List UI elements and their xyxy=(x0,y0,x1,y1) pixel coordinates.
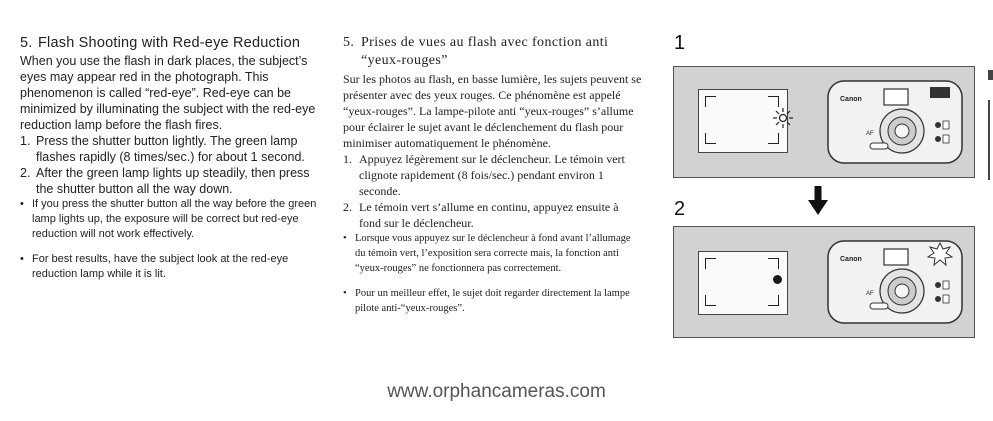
figure-label-2: 2 xyxy=(674,198,686,220)
step-number: 1. xyxy=(20,134,31,148)
note-text: Lorsque vous appuyez sur le déclencheur … xyxy=(355,233,631,274)
figure-label-1: 1 xyxy=(674,32,686,54)
note-item: • Lorsque vous appuyez sur le déclencheu… xyxy=(343,231,643,276)
note-item: • Pour un meilleur effet, le sujet doit … xyxy=(343,286,643,316)
steps-list-en: 1. Press the shutter button lightly. The… xyxy=(20,133,320,197)
website-url: www.orphancameras.com xyxy=(387,381,606,402)
note-item: • For best results, have the subject loo… xyxy=(20,252,320,282)
illustration-panel-1: Canon AF xyxy=(673,66,975,178)
step-number: 2. xyxy=(20,166,31,180)
bullet-glyph: • xyxy=(343,233,347,244)
bullet-glyph: • xyxy=(20,198,24,210)
camera-front-icon: Canon AF xyxy=(827,80,963,164)
viewfinder-frame xyxy=(698,251,788,315)
lamp-steady-icon xyxy=(773,275,782,284)
step-item: 1. Appuyez légèrement sur le déclencheur… xyxy=(343,151,643,199)
arrow-down-icon xyxy=(808,186,828,215)
intro-paragraph-fr: Sur les photos au flash, en basse lumièr… xyxy=(343,72,642,150)
step-number: 2. xyxy=(343,200,352,214)
step-item: 2. After the green lamp lights up steadi… xyxy=(20,165,320,197)
steps-list-fr: 1. Appuyez légèrement sur le déclencheur… xyxy=(343,151,643,231)
page-edge-mark xyxy=(988,100,990,180)
af-label: AF xyxy=(866,131,874,137)
camera-brand-label: Canon xyxy=(840,256,862,263)
heading-text: Prises de vues au flash avec fonction an… xyxy=(361,35,609,68)
step-item: 1. Press the shutter button lightly. The… xyxy=(20,133,320,165)
focus-frame-corners xyxy=(705,96,779,144)
note-text: Pour un meilleur effet, le sujet doit re… xyxy=(355,288,630,314)
english-column: 5. Flash Shooting with Red-eye Reduction… xyxy=(20,34,320,282)
camera-brand-label: Canon xyxy=(840,96,862,103)
lamp-blinking-icon xyxy=(773,108,793,128)
notes-list-fr: • Lorsque vous appuyez sur le déclencheu… xyxy=(343,231,643,316)
step-text: Press the shutter button lightly. The gr… xyxy=(36,134,305,164)
note-text: If you press the shutter button all the … xyxy=(32,198,317,240)
note-item: • If you press the shutter button all th… xyxy=(20,197,320,242)
viewfinder-frame xyxy=(698,89,788,153)
heading-text: Flash Shooting with Red-eye Reduction xyxy=(38,35,301,51)
section-heading-en: 5. Flash Shooting with Red-eye Reduction xyxy=(20,34,320,52)
camera-front-icon: Canon AF xyxy=(827,240,963,324)
step-text: Appuyez légèrement sur le déclencheur. L… xyxy=(359,152,625,198)
illustration-panel-2: Canon AF xyxy=(673,226,975,338)
bullet-glyph: • xyxy=(20,253,24,265)
page-edge-mark xyxy=(988,70,993,80)
note-text: For best results, have the subject look … xyxy=(32,253,289,280)
focus-frame-corners xyxy=(705,258,779,306)
step-number: 1. xyxy=(343,152,352,166)
step-item: 2. Le témoin vert s’allume en continu, a… xyxy=(343,199,643,231)
step-text: Le témoin vert s’allume en continu, appu… xyxy=(359,200,619,230)
af-label: AF xyxy=(866,291,874,297)
bullet-glyph: • xyxy=(343,288,347,299)
heading-number: 5. xyxy=(343,35,355,50)
notes-list-en: • If you press the shutter button all th… xyxy=(20,197,320,282)
heading-number: 5. xyxy=(20,35,33,51)
step-text: After the green lamp lights up steadily,… xyxy=(36,166,310,196)
french-column: 5. Prises de vues au flash avec fonction… xyxy=(343,34,643,316)
section-heading-fr: 5. Prises de vues au flash avec fonction… xyxy=(343,34,643,70)
intro-paragraph-en: When you use the flash in dark places, t… xyxy=(20,54,316,132)
